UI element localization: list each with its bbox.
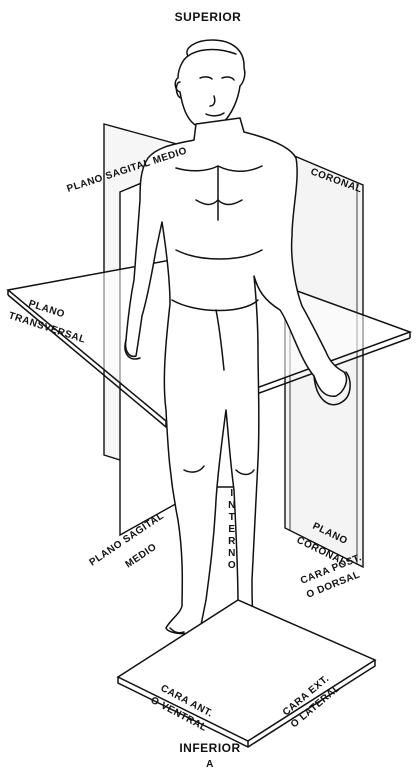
- interno-letter: I: [230, 488, 233, 499]
- label-figure-letter: A: [206, 759, 214, 770]
- label-inferior: INFERIOR: [179, 741, 240, 755]
- interno-letter: O: [228, 560, 236, 571]
- interno-letter: N: [228, 548, 236, 559]
- interno-letter: E: [228, 524, 235, 535]
- floor-plate: [118, 600, 375, 747]
- interno-letter: T: [229, 512, 236, 523]
- interno-letter: N: [228, 500, 236, 511]
- label-plano-sagital-bottom-2: MEDIO: [124, 542, 159, 571]
- label-superior: SUPERIOR: [175, 10, 242, 24]
- interno-letter: R: [228, 536, 236, 547]
- label-interno: I N T E R N O: [228, 488, 236, 571]
